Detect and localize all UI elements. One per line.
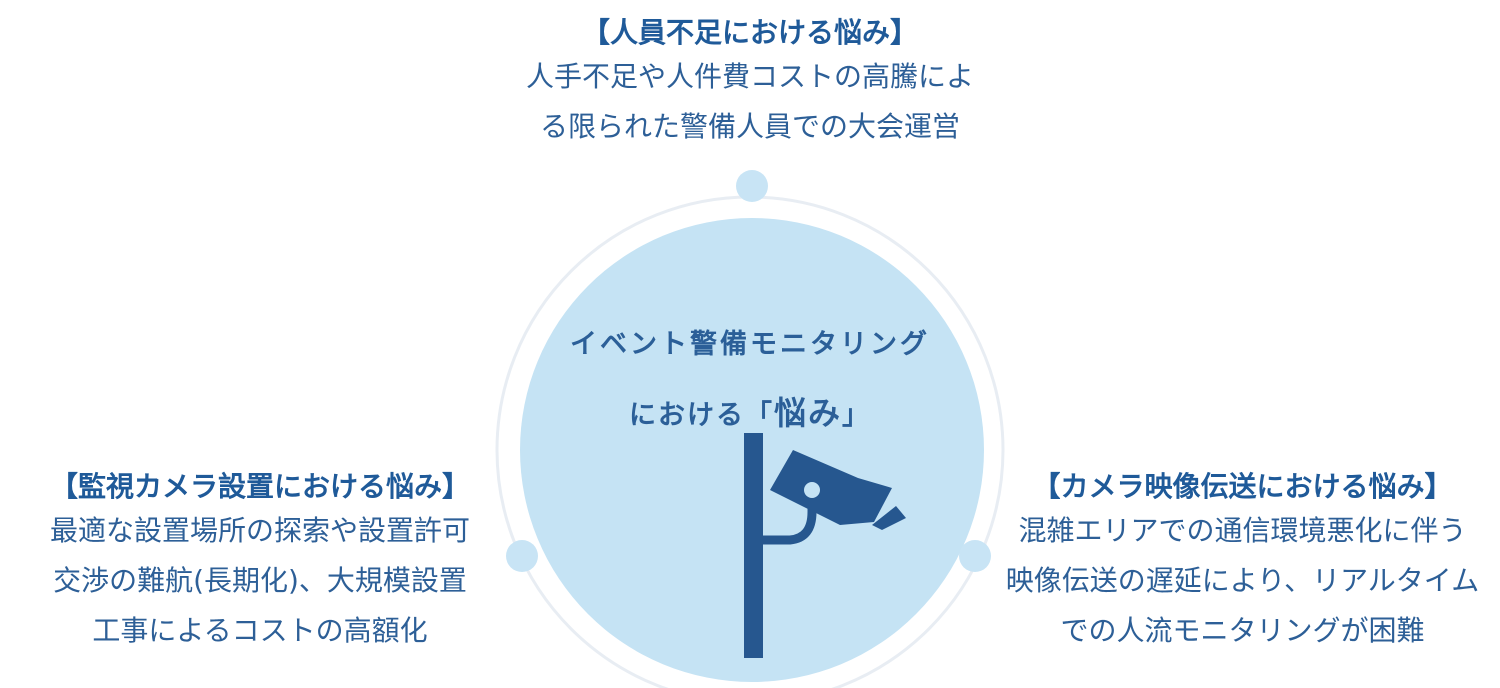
top-connector-dot bbox=[736, 170, 768, 202]
video-transmission-block: 【カメラ映像伝送における悩み】 混雑エリアでの通信環境悪化に伴う 映像伝送の遅延… bbox=[985, 468, 1500, 656]
right-connector-dot bbox=[959, 540, 991, 572]
security-camera-icon bbox=[744, 433, 906, 658]
center-subtitle-emphasis: 悩み bbox=[773, 394, 842, 432]
video-transmission-heading: 【カメラ映像伝送における悩み】 bbox=[1032, 470, 1453, 503]
camera-installation-line: 最適な設置場所の探索や設置許可 bbox=[49, 514, 470, 547]
center-title: イベント警備モニタリング bbox=[570, 329, 930, 360]
left-connector-dot bbox=[506, 540, 538, 572]
staff-shortage-line: 人手不足や人件費コストの高騰によ bbox=[525, 60, 974, 93]
video-transmission-line: 混雑エリアでの通信環境悪化に伴う bbox=[1018, 514, 1467, 547]
staff-shortage-block: 【人員不足における悩み】 人手不足や人件費コストの高騰によ る限られた警備人員で… bbox=[450, 14, 1050, 152]
video-transmission-line: での人流モニタリングが困難 bbox=[1060, 614, 1425, 647]
center-subtitle-suffix: 」 bbox=[842, 400, 871, 431]
camera-installation-line: 工事によるコストの高額化 bbox=[92, 614, 428, 647]
staff-shortage-heading: 【人員不足における悩み】 bbox=[581, 16, 918, 49]
video-transmission-line: 映像伝送の遅延により、リアルタイム bbox=[1005, 564, 1480, 597]
center-subtitle: における「悩み」 bbox=[520, 388, 980, 434]
staff-shortage-line: る限られた警備人員での大会運営 bbox=[539, 110, 960, 143]
center-subtitle-prefix: における「 bbox=[628, 400, 774, 431]
camera-installation-heading: 【監視カメラ設置における悩み】 bbox=[49, 470, 470, 503]
camera-installation-line: 交渉の難航(長期化)、大規模設置 bbox=[53, 564, 467, 597]
camera-installation-block: 【監視カメラ設置における悩み】 最適な設置場所の探索や設置許可 交渉の難航(長期… bbox=[0, 468, 520, 656]
